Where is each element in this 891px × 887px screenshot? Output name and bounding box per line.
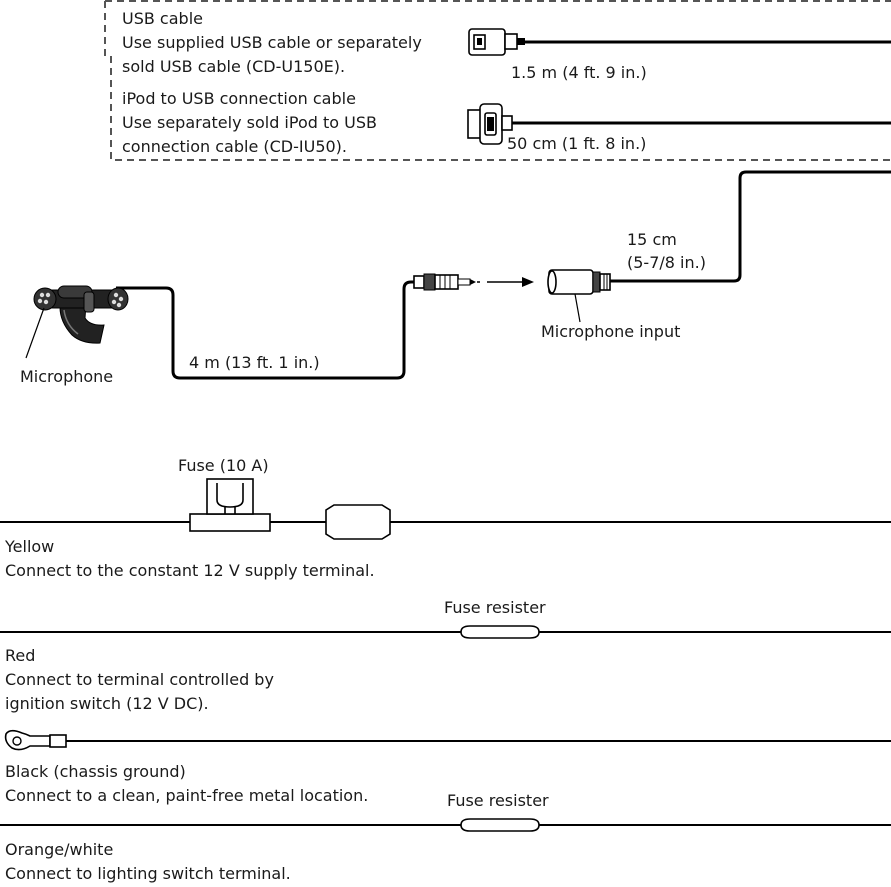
orange-fuse-label: Fuse resister <box>447 791 549 810</box>
black-description: Connect to a clean, paint-free metal loc… <box>5 786 368 805</box>
usb-cable-line2: sold USB cable (CD-U150E). <box>122 57 345 76</box>
microphone-icon <box>25 285 129 359</box>
usb-cable-length: 1.5 m (4 ft. 9 in.) <box>511 63 647 82</box>
insert-arrow-icon <box>477 277 534 287</box>
mic-input-length-2: (5-7/8 in.) <box>627 253 706 272</box>
fuse-resister-icon-2 <box>460 818 540 832</box>
microphone-label: Microphone <box>20 367 113 386</box>
orange-white-color-label: Orange/white <box>5 840 113 859</box>
mic-cable-wire <box>116 280 414 380</box>
usb-cable-line1: Use supplied USB cable or separately <box>122 33 422 52</box>
ipod-cable-length: 50 cm (1 ft. 8 in.) <box>507 134 646 153</box>
usb-dashed-box <box>104 0 891 161</box>
fuse-resister-icon <box>460 625 540 639</box>
red-description-1: Connect to terminal controlled by <box>5 670 274 689</box>
mic-input-wire <box>610 170 891 283</box>
red-description-2: ignition switch (12 V DC). <box>5 694 209 713</box>
ipod-cable-title: iPod to USB connection cable <box>122 89 356 108</box>
mic-input-length-1: 15 cm <box>627 230 677 249</box>
mic-cable-length: 4 m (13 ft. 1 in.) <box>189 353 320 372</box>
yellow-color-label: Yellow <box>4 537 54 556</box>
yellow-description: Connect to the constant 12 V supply term… <box>5 561 375 580</box>
mic-input-jack-icon <box>547 269 611 323</box>
yellow-fuse-label: Fuse (10 A) <box>178 456 269 475</box>
mic-plug-icon <box>413 273 476 291</box>
orange-white-description: Connect to lighting switch terminal. <box>5 864 291 883</box>
usb-cable-title: USB cable <box>122 9 203 28</box>
ipod-cable-line1: Use separately sold iPod to USB <box>122 113 377 132</box>
usb-connector-icon <box>468 28 525 56</box>
black-color-label: Black (chassis ground) <box>5 762 186 781</box>
mic-input-label: Microphone input <box>541 322 680 341</box>
ring-terminal-icon <box>4 729 67 751</box>
fuse-holder-icon <box>189 478 271 532</box>
ipod-cable-line2: connection cable (CD-IU50). <box>122 137 347 156</box>
ipod-connector-icon <box>467 103 513 145</box>
red-fuse-label: Fuse resister <box>444 598 546 617</box>
red-color-label: Red <box>5 646 35 665</box>
inline-connector-icon <box>325 504 391 540</box>
